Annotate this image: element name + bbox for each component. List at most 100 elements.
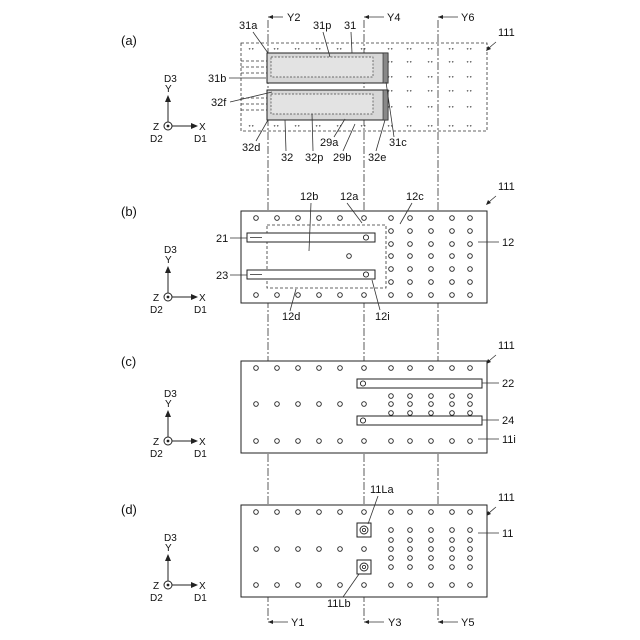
via-hole — [450, 439, 455, 444]
trace-24 — [357, 416, 482, 425]
via-mark: ∘∘ — [294, 123, 300, 129]
via-hole — [317, 547, 322, 552]
via-hole — [408, 439, 413, 444]
via-mark: ∘∘ — [466, 88, 472, 94]
via-mark: ∘∘ — [360, 46, 366, 52]
via-hole — [338, 293, 343, 298]
pattern-32e — [383, 90, 388, 120]
panel-a: (a) 111 ∘∘∘∘∘∘∘∘∘∘∘∘∘∘∘∘∘∘∘∘∘∘∘∘∘∘∘∘∘∘∘∘… — [121, 20, 515, 164]
via-hole — [275, 293, 280, 298]
via-hole — [254, 583, 259, 588]
panel-d: (d) 111 11La 11 11Lb D3 Y Z X — [121, 484, 515, 610]
via-hole — [338, 547, 343, 552]
axis-z-b: Z — [153, 293, 159, 304]
via-hole — [317, 583, 322, 588]
pattern-31c — [383, 53, 388, 83]
via-hole — [254, 402, 259, 407]
via-hole — [429, 242, 434, 247]
label-29b: 29b — [333, 152, 351, 164]
via-hole — [254, 216, 259, 221]
via-mark: ∘∘ — [448, 74, 454, 80]
pattern-32p — [271, 94, 373, 114]
via-hole — [408, 267, 413, 272]
via-hole — [429, 439, 434, 444]
via-hole — [450, 556, 455, 561]
via-hole — [362, 510, 367, 515]
label-32d: 32d — [242, 142, 260, 154]
via-hole — [362, 402, 367, 407]
via-hole — [389, 280, 394, 285]
via-mark: ∘∘ — [448, 88, 454, 94]
via-hole — [408, 216, 413, 221]
via-hole — [429, 280, 434, 285]
axis-d1-d: D1 — [194, 593, 207, 604]
via-mark: ∘∘ — [466, 74, 472, 80]
via-hole — [450, 366, 455, 371]
via-mark: ∘∘ — [315, 46, 321, 52]
via-hole — [408, 528, 413, 533]
label-24: 24 — [502, 415, 514, 427]
via-hole — [389, 583, 394, 588]
via-hole — [450, 293, 455, 298]
axis-x-a: X — [199, 122, 206, 133]
label-12: 12 — [502, 237, 514, 249]
via-hole — [275, 547, 280, 552]
via-mark: ∘∘ — [406, 59, 412, 65]
via-hole — [296, 293, 301, 298]
via-hole — [429, 216, 434, 221]
via-mark: ∘∘ — [448, 46, 454, 52]
bottom-axis-labels: Y1 Y3 Y5 — [268, 617, 474, 629]
via-hole — [275, 439, 280, 444]
via-hole — [450, 510, 455, 515]
via-mark: ∘∘ — [248, 46, 254, 52]
axis-d2-a: D2 — [150, 134, 163, 145]
label-32f: 32f — [211, 97, 227, 109]
coord-axes-b: D3 Y Z X D2 D1 — [150, 245, 207, 316]
label-21: 21 — [216, 233, 228, 245]
via-mark: ∘∘ — [248, 123, 254, 129]
via-hole — [468, 583, 473, 588]
via-hole — [408, 280, 413, 285]
via-hole — [317, 439, 322, 444]
via-hole — [429, 394, 434, 399]
axis-z-d: Z — [153, 581, 159, 592]
via-hole — [450, 216, 455, 221]
via-hole — [296, 439, 301, 444]
via-hole — [429, 556, 434, 561]
panel-c: (c) 111 22 24 11i D3 Y Z X D2 D1 — [121, 340, 516, 460]
via-hole — [296, 583, 301, 588]
axis-y-b: Y — [165, 255, 172, 266]
via-mark: ∘∘ — [406, 123, 412, 129]
axis-d2-c: D2 — [150, 449, 163, 460]
via-hole — [450, 242, 455, 247]
via-hole — [389, 254, 394, 259]
label-23: 23 — [216, 270, 228, 282]
via-hole — [468, 267, 473, 272]
via-hole — [275, 366, 280, 371]
label-12a: 12a — [340, 191, 359, 203]
via-hole — [254, 547, 259, 552]
via-hole — [468, 402, 473, 407]
via-hole — [429, 293, 434, 298]
via-hole — [468, 439, 473, 444]
via-hole — [450, 538, 455, 543]
axis-label-y5: Y5 — [461, 617, 474, 629]
label-12c: 12c — [406, 191, 424, 203]
via-hole — [468, 547, 473, 552]
via-hole — [347, 254, 352, 259]
via-hole — [389, 439, 394, 444]
via-hole — [389, 216, 394, 221]
via-hole — [429, 547, 434, 552]
land-11La — [357, 523, 371, 537]
via-hole — [429, 528, 434, 533]
axis-x-d: X — [199, 581, 206, 592]
via-hole — [296, 366, 301, 371]
label-12i: 12i — [375, 311, 390, 323]
ref-111-c: 111 — [498, 340, 515, 352]
via-hole — [468, 280, 473, 285]
via-mark: ∘∘ — [448, 123, 454, 129]
via-hole — [296, 402, 301, 407]
label-12b: 12b — [300, 191, 318, 203]
panel-b: (b) 111 12b 12a 12c 12 21 23 12d 12i — [121, 181, 515, 323]
via-hole — [429, 229, 434, 234]
